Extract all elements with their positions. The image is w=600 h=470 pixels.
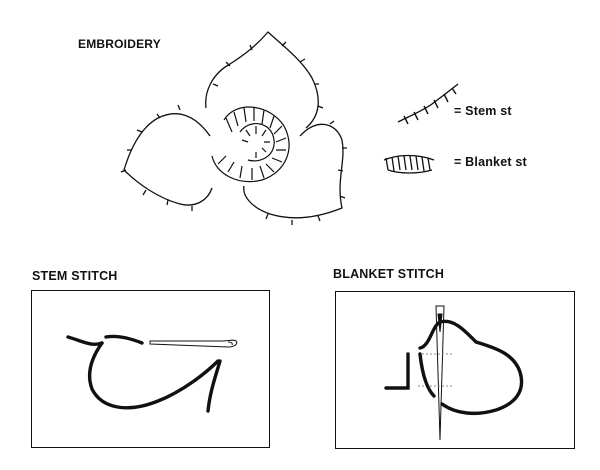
legend-blanket-label: = Blanket st	[454, 155, 527, 169]
stem-stitch-heading: STEM STITCH	[32, 269, 118, 283]
page-title: EMBROIDERY	[78, 37, 161, 51]
blanket-stitch-panel	[335, 291, 575, 449]
flower-petal-left	[123, 113, 213, 206]
flower-center	[211, 106, 290, 183]
blanket-stitch-heading: BLANKET STITCH	[333, 267, 445, 281]
blanket-stitch-sample	[383, 154, 435, 174]
flower-petal-right	[243, 123, 344, 219]
stem-thread	[66, 334, 222, 413]
stem-stitch-sample	[397, 83, 459, 125]
flower-petal-top	[205, 31, 319, 129]
stem-stitch-panel	[31, 290, 270, 448]
stem-stitch-diagram	[66, 334, 238, 413]
needle	[149, 339, 238, 348]
blanket-stitch-diagram	[384, 305, 524, 441]
legend-stem-label: = Stem st	[454, 104, 512, 118]
blanket-thread	[384, 319, 524, 416]
